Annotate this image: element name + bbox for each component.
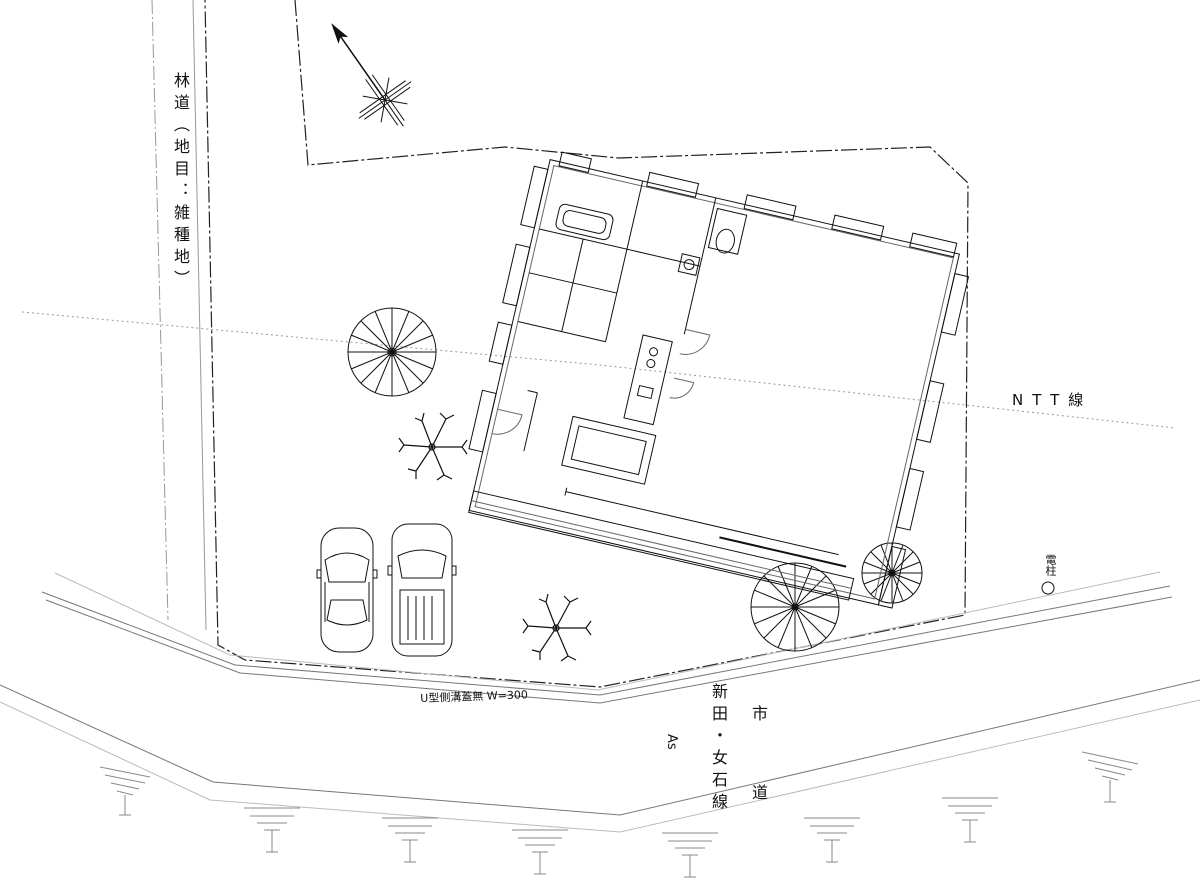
asphalt-label: As xyxy=(664,734,679,750)
ntt-line-label: NTT線 xyxy=(1012,391,1093,409)
city-road xyxy=(0,571,1200,833)
city-road-name-label: 新田・女石線 xyxy=(709,683,728,815)
car-left xyxy=(316,527,378,653)
tree-large-left xyxy=(347,307,437,397)
shrub-bottom xyxy=(522,593,592,662)
shrub-left xyxy=(398,412,468,481)
north-arrow-icon xyxy=(331,23,412,127)
site-boundary xyxy=(204,0,969,688)
tree-large-right xyxy=(861,542,923,604)
forest-road xyxy=(151,0,207,631)
embankment-symbols xyxy=(99,751,1139,878)
tree-entrance xyxy=(750,562,840,652)
utility-pole-label: 電柱 xyxy=(1044,554,1057,576)
car-right xyxy=(387,523,457,657)
forest-road-label: 林道（地目：雑種地） xyxy=(171,72,190,292)
city-road-label: 市 道 xyxy=(749,705,768,822)
ntt-line xyxy=(21,311,1176,429)
utility-pole-icon xyxy=(1041,581,1055,595)
building-plan xyxy=(468,151,970,609)
